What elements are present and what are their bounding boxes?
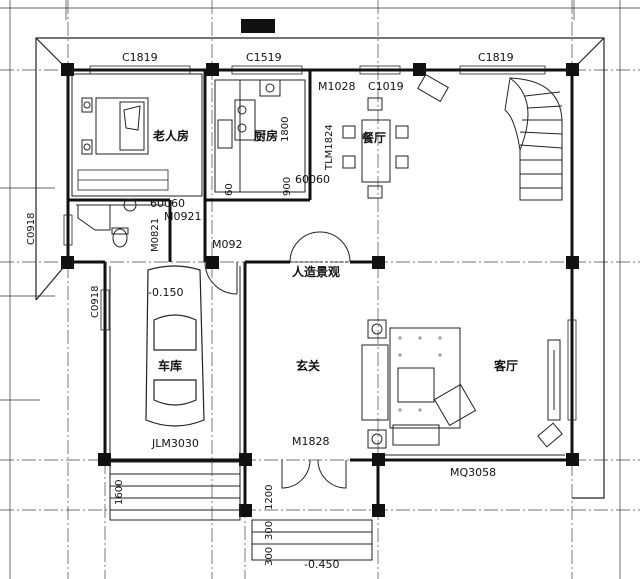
opening-label-60060-b: 60060: [150, 197, 185, 210]
kitchen-fixtures: [217, 79, 281, 149]
door-label-jlm3030: JLM3030: [151, 437, 199, 450]
staircase: [417, 73, 563, 201]
window-label-c1019: C1019: [368, 80, 404, 93]
entry-steps: [109, 461, 373, 561]
dim-label-1800: 1800: [280, 117, 291, 142]
annotation-labels: C1819 C1519 C1819 M1028 C1019 TLM1824 18…: [26, 51, 514, 571]
car: [145, 265, 205, 427]
dim-label-1200: 1200: [264, 485, 275, 510]
door-label-m1828: M1828: [292, 435, 330, 448]
room-label-dining: 餐厅: [362, 130, 386, 145]
room-label-living: 客厅: [493, 358, 518, 373]
dim-label-300-b: 300: [264, 547, 275, 566]
door-label-m1028: M1028: [318, 80, 356, 93]
door-label-m092: M092: [212, 238, 243, 251]
dim-label-60: 60: [224, 183, 235, 196]
rug-pattern: [398, 336, 442, 412]
room-labels: 老人房 厨房 餐厅 人造景观 车库 玄关 客厅: [153, 128, 518, 373]
window-label-top-left: C1819: [122, 51, 158, 64]
dim-label-300-a: 300: [264, 521, 275, 540]
room-label-garage: 车库: [158, 358, 182, 373]
living-room-furniture: [361, 319, 563, 449]
dim-label-1600: 1600: [114, 480, 125, 505]
window-label-c0918-lower: C0918: [90, 286, 101, 318]
room-label-elderly: 老人房: [153, 128, 189, 143]
window-label-c0918-upper: C0918: [26, 213, 37, 245]
windows: [63, 65, 577, 421]
elevation-label-entry: -0.450: [304, 558, 339, 571]
columns: [61, 19, 579, 517]
opening-label-tlm1824: TLM1824: [324, 124, 335, 171]
dining-table: [342, 97, 409, 199]
door-label-m0921: M0921: [164, 210, 202, 223]
dim-label-900: 900: [282, 177, 293, 196]
door-label-m0821: M0821: [150, 218, 161, 252]
window-label-top-mid: C1519: [246, 51, 282, 64]
room-label-foyer: 玄关: [296, 358, 320, 373]
bed: [81, 97, 149, 155]
doors: [204, 231, 351, 489]
bathroom-fixtures: [77, 198, 137, 248]
room-label-kitchen: 厨房: [254, 128, 278, 143]
room-label-landscape: 人造景观: [292, 264, 340, 279]
window-label-top-right: C1819: [478, 51, 514, 64]
elevation-label-garage: -0.150: [148, 286, 183, 299]
wardrobe: [77, 169, 169, 191]
opening-label-60060-a: 60060: [295, 173, 330, 186]
door-label-mq3058: MQ3058: [450, 466, 496, 479]
